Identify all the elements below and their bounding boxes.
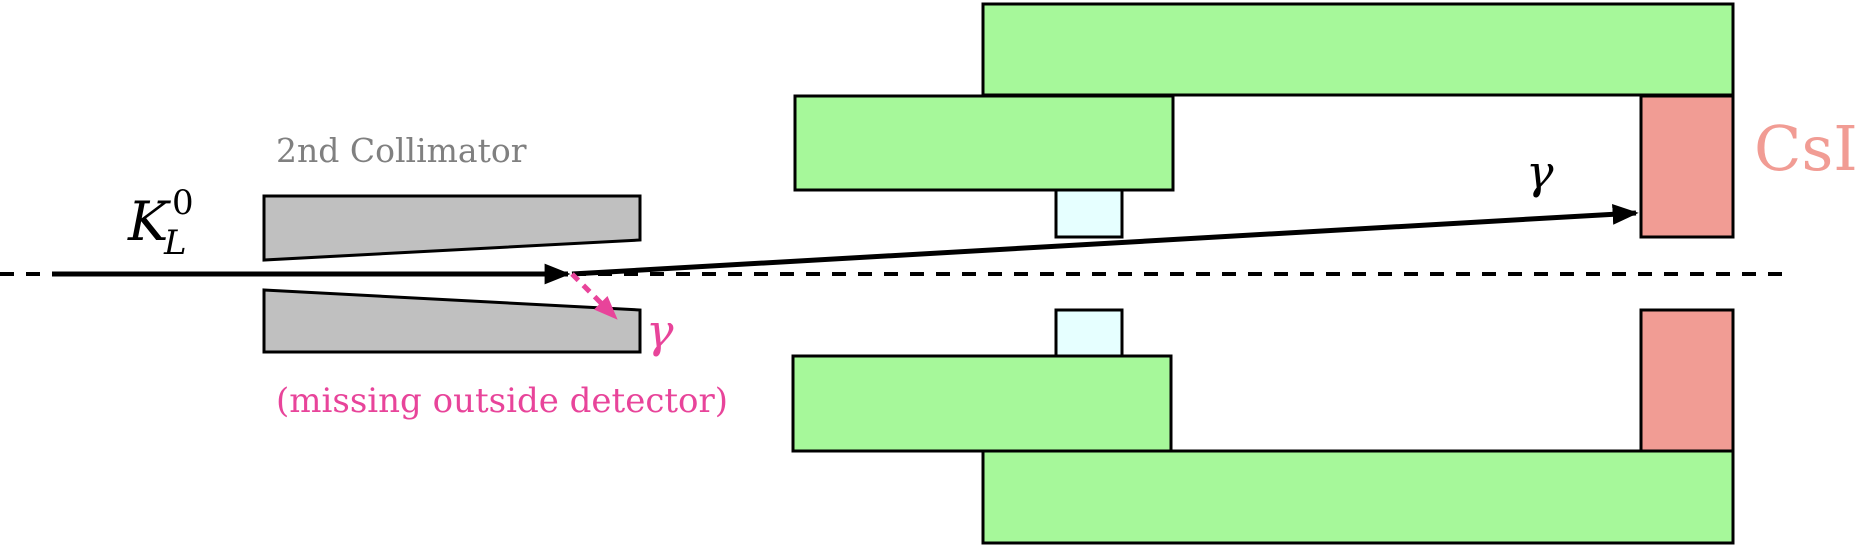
gamma-detected-label: γ [1526, 145, 1554, 199]
gamma-detected-trajectory [571, 203, 1639, 277]
lower-csi-calorimeter [1639, 308, 1735, 453]
kaon-label-main: K [127, 190, 171, 253]
collimator-label: 2nd Collimator [276, 131, 527, 170]
gamma-missing-trajectory [570, 272, 618, 320]
upper-outer-veto-detector [981, 2, 1735, 97]
kaon-label: K 0 L [127, 183, 194, 263]
lower-outer-veto-detector [981, 449, 1735, 545]
upper-front-veto-detector [793, 94, 1175, 192]
upper-csi-calorimeter [1639, 94, 1735, 239]
csi-label: CsI [1754, 112, 1858, 185]
gamma-missing-label: γ [646, 304, 674, 358]
kaon-label-subscript: L [163, 223, 187, 263]
lower-front-veto-detector [791, 354, 1173, 453]
kaon-label-superscript: 0 [172, 183, 194, 223]
collimator-lower-block [262, 288, 642, 354]
missing-note-label: (missing outside detector) [276, 381, 728, 421]
collimator-upper-block [262, 194, 642, 262]
lower-inner-detector [1054, 308, 1124, 358]
upper-inner-detector [1054, 188, 1124, 239]
